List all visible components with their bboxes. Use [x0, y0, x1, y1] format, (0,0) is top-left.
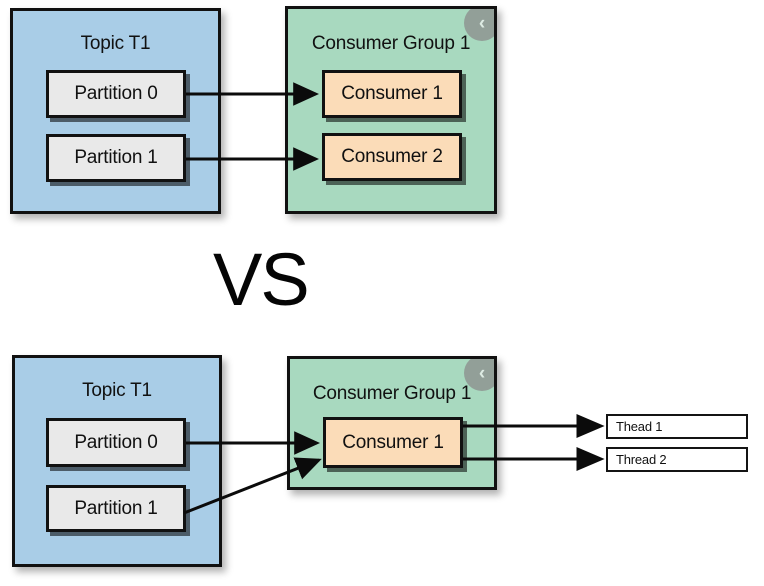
top-partition-0-label: Partition 0: [74, 83, 158, 104]
thread-box-1[interactable]: Thead 1: [606, 414, 748, 439]
bottom-partition-1[interactable]: Partition 1: [46, 485, 186, 532]
bottom-partition-0[interactable]: Partition 0: [46, 418, 186, 467]
bottom-consumer-1-label: Consumer 1: [342, 431, 444, 453]
bottom-topic-title: Topic T1: [82, 380, 152, 401]
thread-box-1-label: Thead 1: [616, 419, 663, 434]
top-consumer-group-title: Consumer Group 1: [311, 33, 471, 54]
top-consumer-2-label: Consumer 2: [341, 146, 443, 167]
bottom-consumer-1[interactable]: Consumer 1: [323, 417, 463, 468]
bottom-consumer-group-title: Consumer Group 1: [312, 383, 472, 404]
top-partition-1[interactable]: Partition 1: [46, 134, 186, 182]
chevron-glyph: ‹: [478, 362, 486, 384]
chevron-glyph: ‹: [478, 12, 486, 34]
top-partition-0[interactable]: Partition 0: [46, 70, 186, 118]
bottom-partition-0-label: Partition 0: [74, 431, 158, 453]
collapse-chevron-left-icon[interactable]: ‹: [464, 9, 494, 41]
top-consumer-1-label: Consumer 1: [341, 83, 443, 104]
thread-box-2-label: Thread 2: [616, 452, 667, 467]
bottom-partition-1-label: Partition 1: [74, 497, 158, 519]
collapse-chevron-left-icon[interactable]: ‹: [464, 359, 494, 391]
top-consumer-2[interactable]: Consumer 2: [322, 133, 462, 181]
top-consumer-1[interactable]: Consumer 1: [322, 70, 462, 118]
top-partition-1-label: Partition 1: [74, 147, 158, 168]
top-topic-title: Topic T1: [80, 33, 151, 54]
vs-label: VS: [213, 238, 310, 321]
thread-box-2[interactable]: Thread 2: [606, 447, 748, 472]
